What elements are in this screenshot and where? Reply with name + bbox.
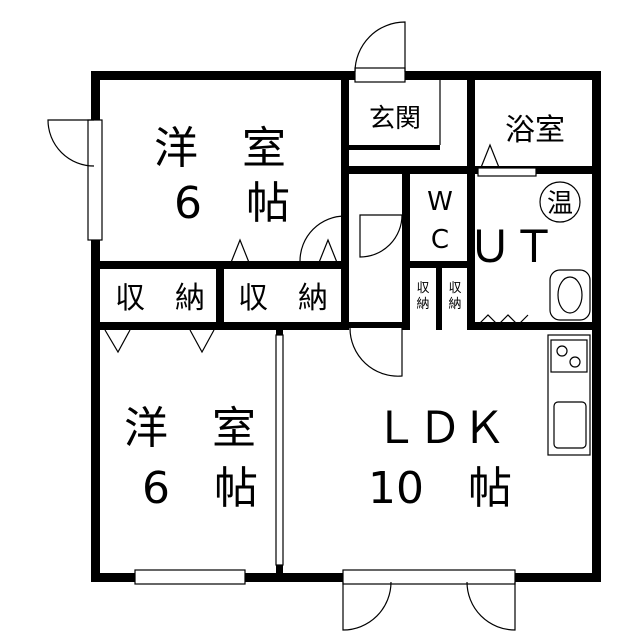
storage-small-label: 収 (416, 281, 429, 296)
sink-icon (553, 401, 587, 449)
entrance-door[interactable] (354, 21, 406, 73)
entrance-label: 玄関 (369, 104, 421, 134)
window-bottom (134, 569, 246, 585)
storage-small-label: 収 (448, 281, 461, 296)
washbasin-icon (549, 269, 591, 321)
ldk-size: 10 帖 (368, 463, 512, 514)
storage-small-label: 納 (448, 297, 461, 312)
bathroom-label: 浴室 (505, 113, 565, 148)
ut-folding-door[interactable] (477, 314, 529, 326)
window-left (87, 119, 103, 241)
stove-icon (550, 339, 588, 373)
openings (47, 21, 537, 631)
storage-label: 収 納 (115, 281, 205, 316)
room-door[interactable] (299, 215, 346, 262)
closet-doors[interactable] (229, 238, 339, 266)
entrance-door-frame (354, 67, 406, 83)
wc-door[interactable] (359, 214, 403, 258)
room-label: 洋 室 (154, 123, 286, 174)
water-heater-label: 温 (547, 189, 573, 219)
hall-door[interactable] (349, 327, 403, 377)
fixtures (539, 181, 591, 456)
room-label: 洋 室 (124, 403, 256, 454)
storage-small-label: 納 (416, 297, 429, 312)
utility-label: ＵＴ (468, 222, 556, 273)
wc-label-w: W (427, 187, 453, 217)
room-size: 6 帖 (142, 463, 258, 514)
sliding-door[interactable] (275, 334, 284, 566)
kitchen-counter (547, 334, 591, 456)
balcony-door-left[interactable] (47, 119, 95, 167)
ldk-label: ＬＤＫ (374, 403, 506, 454)
ldk-door-left[interactable] (342, 581, 392, 631)
closet-doors-bottom[interactable] (104, 329, 215, 354)
room-size: 6 帖 (174, 178, 290, 229)
bath-threshold (477, 167, 537, 177)
wc-label-c: C (431, 225, 449, 255)
window-ldk (342, 569, 516, 585)
storage-label: 収 納 (238, 281, 328, 316)
ldk-door-right[interactable] (466, 581, 516, 631)
bath-door[interactable] (479, 143, 501, 171)
water-heater-icon (539, 181, 581, 223)
